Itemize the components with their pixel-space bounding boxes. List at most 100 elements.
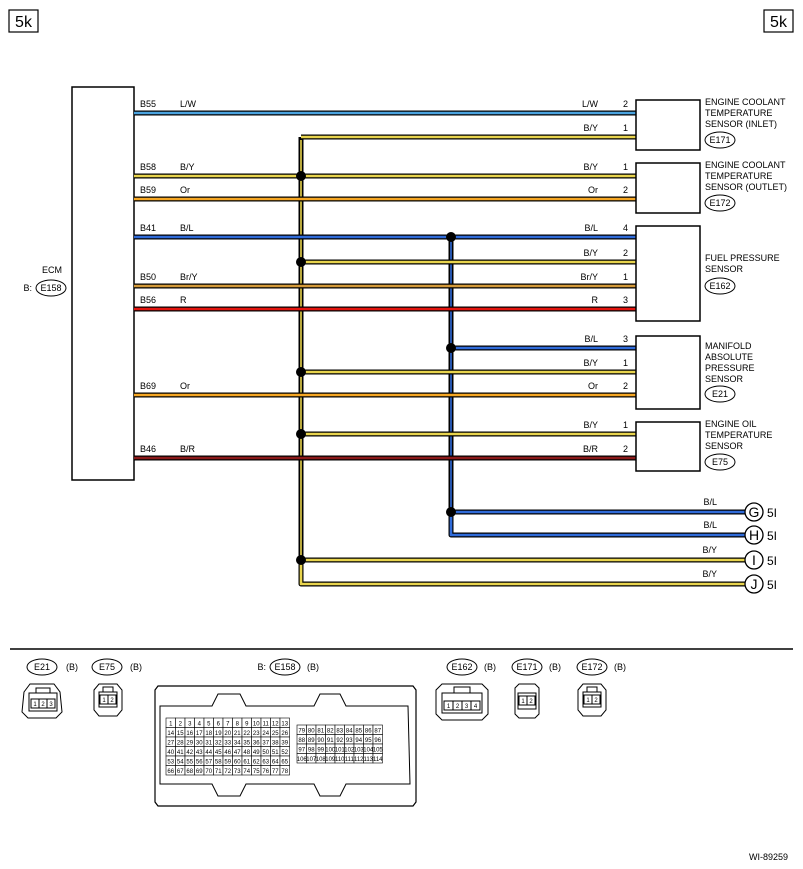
component-name-line: TEMPERATURE [705,171,772,181]
e158-pin-cell [372,753,383,764]
e158-pin-label: 41 [177,750,184,756]
component-name-line: SENSOR (OUTLET) [705,182,787,192]
connector-drawing-e75: 1 2 [93,683,123,717]
e158-pin-label: 61 [243,759,250,765]
component-pin-number: 1 [623,420,628,430]
connector-id: E172 [709,198,730,208]
e158-pin-label: 31 [205,740,212,746]
splice-dot [446,507,456,517]
e158-pin-label: 105 [373,747,384,753]
component-box-e172 [635,162,701,214]
wire-color-label: B/Y [583,123,598,133]
wire-color-label: B/L [584,334,598,344]
connector-drawing-e172: 1 2 [577,683,607,717]
e158-pin-label: 86 [365,728,372,734]
e158-pin-label: 7 [226,721,230,727]
e158-pin-label: 75 [253,769,260,775]
e158-pin-label: 27 [167,740,174,746]
legend-connector-id: E162 [451,662,472,672]
legend-connector-tag: (B) [307,662,319,672]
e158-pin-label: 15 [177,731,184,737]
e158-pin-label: 46 [224,750,231,756]
wire-offpage-j [299,560,745,586]
e158-pin-label: 82 [327,728,334,734]
e158-pin-label: 88 [298,738,305,744]
e158-pin-label: 71 [215,769,222,775]
connector-pin-label: 2 [41,702,45,708]
offpage-circle [744,574,764,594]
connector-drawing-e21: 1 2 3 [21,683,63,719]
legend-title-e162: E162 (B) [446,658,496,676]
e158-pin-cell [279,765,290,776]
legend-title-e171: E171 (B) [511,658,561,676]
wire-color-label: B/Y [702,569,717,579]
e158-pin-label: 87 [374,728,381,734]
wire-color-label: R [180,295,187,305]
e158-pin-label: 21 [234,731,241,737]
connector-id: E171 [709,135,730,145]
component-pin-number: 2 [623,185,628,195]
e158-pin-label: 64 [272,759,279,765]
connector-pin-label: 1 [102,698,106,704]
ecm-pin-label: B41 [140,223,156,233]
legend-connector-id: E172 [581,662,602,672]
component-name-line: FUEL PRESSURE [705,253,780,263]
e158-pin-label: 30 [196,740,203,746]
offpage-letter: J [751,576,758,592]
wire-color-label: Or [180,381,190,391]
e158-pin-label: 59 [224,759,231,765]
wire-color-label: B/L [584,223,598,233]
wire-offpage-h [449,512,745,537]
ecm-pin-label: B69 [140,381,156,391]
offpage-letter: H [749,527,759,543]
e158-pin-label: 56 [196,759,203,765]
e158-pin-label: 37 [262,740,269,746]
e158-pin-label: 42 [186,750,193,756]
e158-pin-label: 54 [177,759,184,765]
offpage-ref: 5I [767,578,777,592]
legend-title-e75: E75 (B) [91,658,142,676]
splice-dot [296,367,306,377]
e158-pin-label: 58 [215,759,222,765]
offpage-letter: I [752,552,756,568]
legend-connector-id: E171 [516,662,537,672]
connector-pin-label: 3 [465,704,469,710]
component-box-e171 [635,99,701,151]
offpage-ref: 5I [767,529,777,543]
wire-color-label: B/Y [583,162,598,172]
e158-pin-label: 40 [167,750,174,756]
legend-connector-id: E75 [99,662,115,672]
legend-title-e172: E172 (B) [576,658,626,676]
e158-pin-label: 18 [205,731,212,737]
e158-pin-label: 4 [198,721,202,727]
e158-pin-label: 73 [234,769,241,775]
connector-pin-label: 2 [594,698,598,704]
wire-color-label: B/Y [583,358,598,368]
splice-dot [446,232,456,242]
component-pin-number: 4 [623,223,628,233]
component-label-e21: MANIFOLD ABSOLUTE PRESSURE SENSOR E21 [704,341,755,403]
component-label-e172: ENGINE COOLANT TEMPERATURE SENSOR (OUTLE… [704,160,787,212]
wire-color-label: B/L [703,497,717,507]
e158-pin-label: 33 [224,740,231,746]
e158-pin-label: 51 [272,750,279,756]
offpage-ref: 5I [767,506,777,520]
wire-color-label: B/Y [583,248,598,258]
e158-pin-label: 10 [253,721,260,727]
e158-pin-label: 14 [167,731,174,737]
wire-offpage-h-outline [448,512,745,538]
e158-pin-label: 114 [373,757,383,763]
e158-pin-label: 39 [281,740,288,746]
splice-dot [296,555,306,565]
e158-pin-label: 109 [325,757,336,763]
e158-pin-label: 92 [336,738,343,744]
component-name-line: SENSOR [705,264,744,274]
connector-pin-label: 2 [456,704,460,710]
wire-color-label: B/Y [583,420,598,430]
e158-pin-label: 11 [263,721,270,727]
connector-pin-label: 1 [586,698,590,704]
e158-pin-label: 28 [177,740,184,746]
e158-pin-label: 63 [262,759,269,765]
